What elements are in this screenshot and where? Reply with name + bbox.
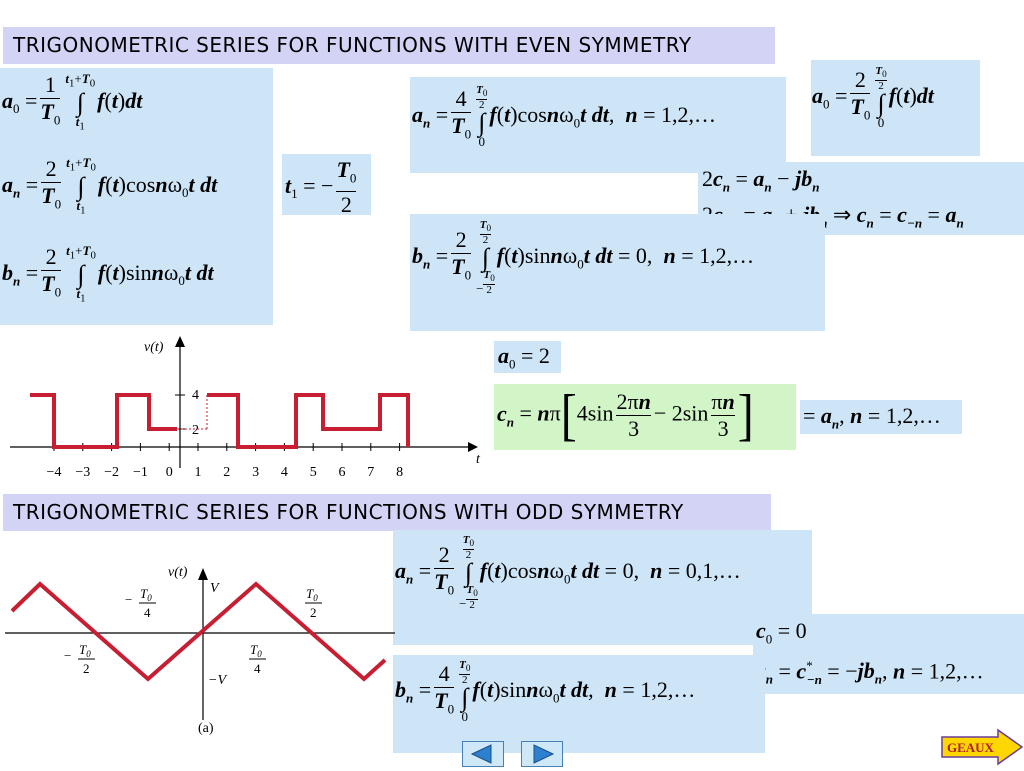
svg-text:4: 4 bbox=[144, 605, 151, 620]
an-equality: = an, n = 1,2,… bbox=[803, 403, 941, 432]
bn-even-box bbox=[410, 214, 825, 331]
t-axis-label: t bbox=[476, 452, 481, 467]
x-tick-label: 0 bbox=[166, 465, 173, 480]
v-axis-arrow-icon bbox=[198, 568, 208, 580]
a0-value: 2 bbox=[538, 343, 550, 368]
svg-text:4: 4 bbox=[254, 661, 261, 676]
right-triangle-icon bbox=[533, 744, 555, 764]
next-slide-button[interactable] bbox=[521, 741, 563, 767]
neg-v-level-label: −V bbox=[208, 673, 227, 688]
t1-choice-box bbox=[282, 154, 371, 215]
an-even-box bbox=[410, 77, 786, 173]
cn-relation-1: 2cn = an − jbn bbox=[702, 166, 820, 195]
x-tick-label: 5 bbox=[310, 465, 317, 480]
triangle-wave bbox=[10, 581, 387, 682]
geaux-label: GEAUX bbox=[947, 740, 995, 755]
x-tick-label: −1 bbox=[133, 465, 148, 480]
even-square-wave-graph: v(t) t 4 2 −4 −3 −2 −1 0 1 2 3 4 5 6 7 8 bbox=[10, 336, 481, 480]
v-axis-label: v(t) bbox=[168, 565, 188, 580]
t0-over-2-label: T0 2 bbox=[305, 586, 322, 620]
general-coefficients-box bbox=[0, 68, 273, 325]
geaux-button[interactable]: GEAUX bbox=[940, 728, 1024, 771]
bn-odd-box bbox=[393, 655, 765, 753]
geaux-arrow-icon bbox=[941, 728, 1024, 766]
minus-t0-over-4-label: −T0 4 bbox=[125, 586, 156, 620]
v-axis-label: v(t) bbox=[144, 340, 164, 355]
x-tick-label: 3 bbox=[252, 465, 259, 480]
a0-result: a0 = 2 bbox=[498, 343, 550, 372]
svg-text:T0: T0 bbox=[140, 586, 152, 603]
x-tick-label: 6 bbox=[339, 465, 346, 480]
y-tick-2: 2 bbox=[192, 423, 199, 438]
a0-result-box bbox=[494, 341, 561, 373]
svg-text:T0: T0 bbox=[306, 586, 318, 603]
svg-text:T0: T0 bbox=[79, 642, 91, 659]
a0-even-box bbox=[811, 60, 980, 156]
t0-over-4-label: T0 4 bbox=[249, 642, 266, 676]
svg-text:T0: T0 bbox=[250, 642, 262, 659]
square-wave-segment bbox=[30, 393, 177, 449]
left-triangle-icon bbox=[470, 744, 492, 764]
svg-text:2: 2 bbox=[310, 605, 317, 620]
figure-caption: (a) bbox=[198, 721, 214, 736]
x-tick-label: 8 bbox=[396, 465, 403, 480]
square-wave-segment bbox=[207, 393, 410, 449]
x-tick-label: −4 bbox=[47, 465, 62, 480]
x-tick-label: −2 bbox=[104, 465, 119, 480]
c0-odd-formula: c0 = 0 bbox=[756, 618, 807, 647]
y-tick-4: 4 bbox=[192, 388, 199, 403]
an-odd-box bbox=[393, 530, 812, 645]
prev-slide-button[interactable] bbox=[462, 741, 504, 767]
v-level-label: V bbox=[210, 581, 220, 596]
svg-text:−: − bbox=[125, 592, 132, 607]
v-axis-arrow-icon bbox=[175, 336, 185, 347]
svg-text:−: − bbox=[64, 648, 71, 663]
x-tick-label: −3 bbox=[75, 465, 90, 480]
x-tick-label: 7 bbox=[367, 465, 374, 480]
x-tick-label: 2 bbox=[223, 465, 230, 480]
cn-result-box bbox=[494, 384, 796, 450]
even-symmetry-title: TRIGONOMETRIC SERIES FOR FUNCTIONS WITH … bbox=[3, 27, 775, 64]
an-equality-box bbox=[800, 400, 962, 434]
x-tick-label: 4 bbox=[281, 465, 288, 480]
t-axis-arrow-icon bbox=[468, 442, 478, 452]
cn-odd-box bbox=[753, 614, 1024, 694]
x-tick-label: 1 bbox=[195, 465, 202, 480]
svg-text:2: 2 bbox=[83, 661, 90, 676]
cn-odd-formula: cn = c*−n = −jbn, n = 1,2,… bbox=[756, 658, 984, 687]
odd-triangle-wave-graph: v(t) V −V −T0 4 T0 2 −T0 2 T0 4 (a) bbox=[5, 565, 395, 736]
minus-t0-over-2-label: −T0 2 bbox=[64, 642, 95, 676]
odd-symmetry-title: TRIGONOMETRIC SERIES FOR FUNCTIONS WITH … bbox=[3, 494, 771, 531]
